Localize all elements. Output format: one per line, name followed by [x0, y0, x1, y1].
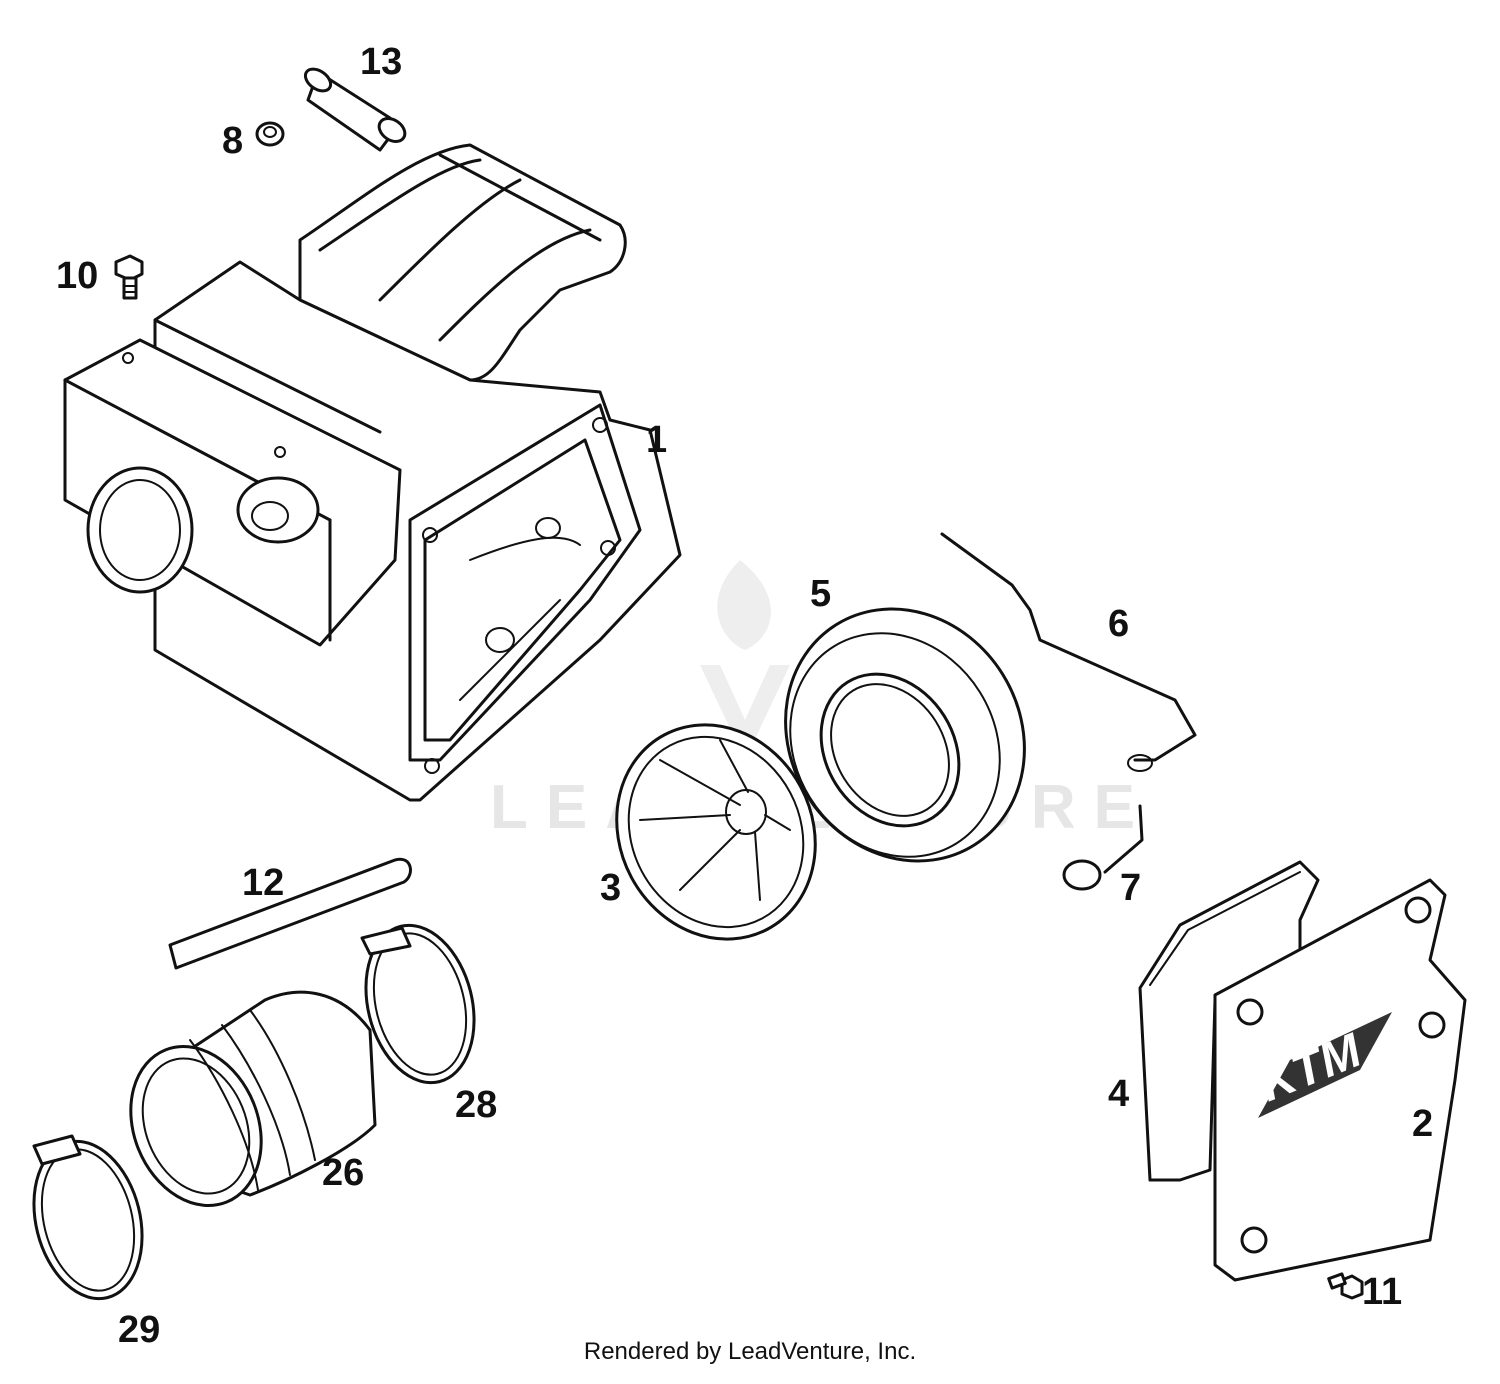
part-28-clamp: [360, 923, 476, 1085]
footer-credit: Rendered by LeadVenture, Inc.: [583, 1338, 917, 1365]
label-part-28: 28: [455, 1084, 497, 1126]
part-3-filter-cage: [615, 723, 817, 941]
part-7-pin: [1062, 804, 1144, 891]
label-part-6: 6: [1108, 603, 1129, 645]
label-part-3: 3: [600, 867, 621, 909]
label-part-26: 26: [322, 1152, 364, 1194]
label-part-11: 11: [1362, 1271, 1402, 1313]
part-12-hose: [168, 857, 412, 970]
part-11-screw: [1327, 1272, 1364, 1300]
callout-labels: 13 8 10 1 5 6 7 3 12 28 26 29 4 2 11: [56, 41, 1433, 1351]
part-5-filter: [784, 607, 1026, 863]
label-part-4: 4: [1108, 1073, 1129, 1115]
part-6-wire-clip: [940, 532, 1197, 772]
label-part-29: 29: [118, 1309, 160, 1351]
label-part-8: 8: [222, 120, 243, 162]
label-part-13: 13: [360, 41, 402, 83]
watermark-flame-icon: [717, 560, 771, 650]
label-part-7: 7: [1120, 867, 1141, 909]
part-8-grommet: [255, 121, 285, 147]
part-1-airbox: [63, 143, 682, 802]
label-part-12: 12: [242, 862, 284, 904]
label-part-2: 2: [1412, 1103, 1433, 1145]
part-2-cover: KTM: [1213, 878, 1467, 1282]
label-part-1: 1: [646, 419, 667, 461]
label-part-10: 10: [56, 255, 98, 297]
label-part-5: 5: [810, 573, 831, 615]
part-26-boot: [129, 990, 377, 1207]
part-10-screw: [114, 254, 144, 300]
part-29-clamp: [32, 1134, 144, 1301]
part-13-tube: [303, 67, 407, 152]
watermark-v-icon: [700, 665, 790, 760]
